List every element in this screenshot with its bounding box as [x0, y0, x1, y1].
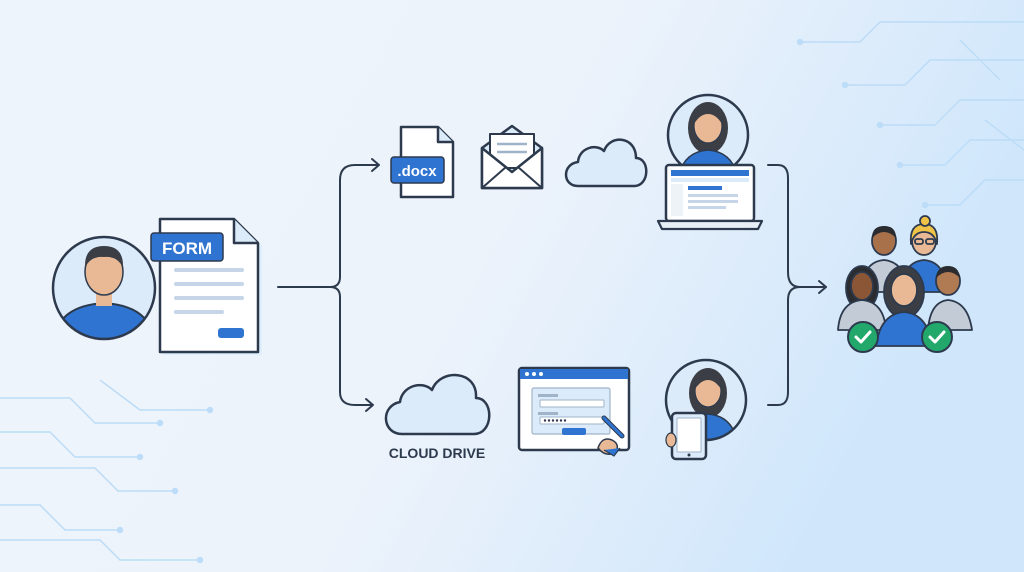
pen-icon	[597, 415, 625, 457]
user-avatar-icon	[51, 235, 157, 341]
circuit-lines-left	[0, 379, 214, 564]
cloud-icon	[564, 138, 648, 188]
laptop-user-icon	[656, 93, 764, 231]
cloud-drive-label: CLOUD DRIVE	[389, 445, 485, 461]
form-document-icon: FORM	[150, 217, 262, 355]
form-label: FORM	[162, 239, 212, 258]
docx-label-badge	[390, 156, 445, 184]
docx-label: .docx	[397, 163, 437, 180]
form-label-badge	[150, 232, 224, 262]
circuit-lines-right	[796, 21, 1024, 209]
connector-merge	[767, 164, 827, 406]
check-badge-icon	[921, 321, 953, 353]
team-group-icon	[837, 215, 973, 347]
check-badge-icon	[847, 321, 879, 353]
email-envelope-icon	[480, 124, 544, 190]
tablet-user-icon	[664, 358, 748, 461]
docx-file-icon: .docx	[390, 125, 455, 199]
connector-split	[277, 158, 380, 412]
cloud-drive-icon: CLOUD DRIVE	[384, 373, 491, 461]
browser-form-icon	[517, 366, 631, 452]
